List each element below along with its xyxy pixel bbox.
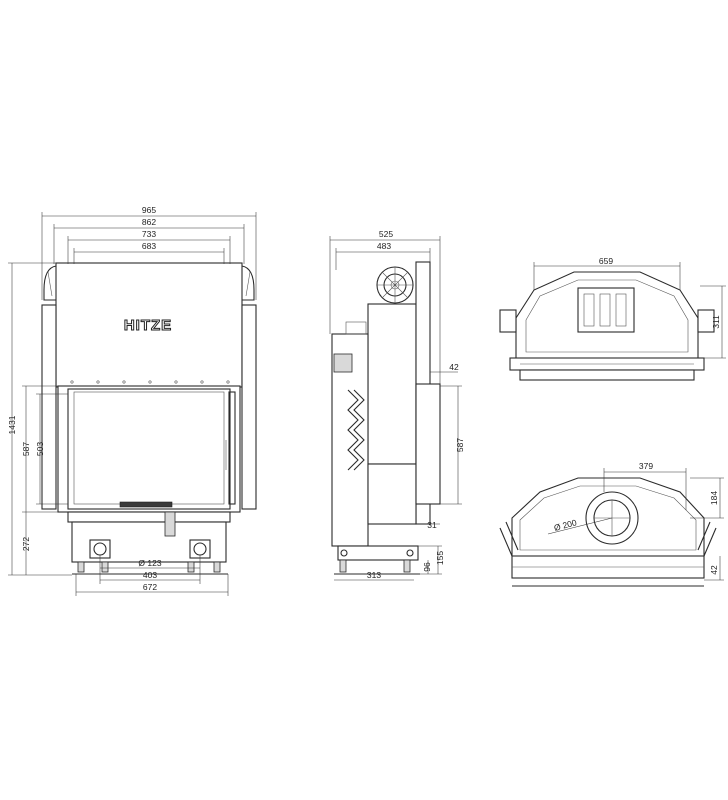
dim-659: 659	[599, 256, 613, 266]
dim-862: 862	[142, 217, 156, 227]
dim-184: 184	[709, 491, 719, 505]
side-dimensions	[329, 236, 462, 581]
dim-379: 379	[639, 461, 653, 471]
dim-587-front: 587	[21, 442, 31, 456]
dim-155: 155	[435, 551, 445, 565]
dim-965: 965	[142, 205, 156, 215]
side-view: 525 483 42 587 31 155 96 313	[329, 229, 465, 581]
top-grate	[583, 293, 627, 327]
dim-483: 483	[377, 241, 391, 251]
top-view: 659 311	[499, 256, 726, 381]
dim-96: 96	[422, 562, 432, 572]
dim-503: 503	[35, 442, 45, 456]
front-dimensions-top	[41, 212, 257, 300]
front-dimensions-bottom	[75, 555, 229, 596]
dim-42-side: 42	[449, 362, 459, 372]
dim-587-side: 587	[455, 438, 465, 452]
hitze-logo: HITZE	[124, 317, 172, 334]
dim-313: 313	[367, 570, 381, 580]
dim-672: 672	[143, 582, 157, 592]
front-dimensions-left	[8, 262, 72, 576]
dim-683: 683	[142, 241, 156, 251]
front-view: HITZE 965 862 733 683	[7, 205, 257, 596]
dim-31: 31	[427, 520, 437, 530]
top-dimensions	[533, 262, 726, 359]
dim-42-bottom: 42	[709, 565, 719, 575]
dim-flue-123: Ø 123	[138, 558, 161, 568]
bottom-view: 379 184 42 Ø 200	[499, 461, 724, 587]
dim-733: 733	[142, 229, 156, 239]
bottom-dimensions	[547, 468, 724, 581]
dim-525: 525	[379, 229, 393, 239]
dim-272: 272	[21, 537, 31, 551]
front-rivets	[70, 380, 230, 384]
dim-403: 403	[143, 570, 157, 580]
dim-1431: 1431	[7, 415, 17, 434]
dim-311: 311	[711, 315, 721, 329]
side-fan	[376, 266, 414, 304]
front-feet	[72, 561, 228, 575]
